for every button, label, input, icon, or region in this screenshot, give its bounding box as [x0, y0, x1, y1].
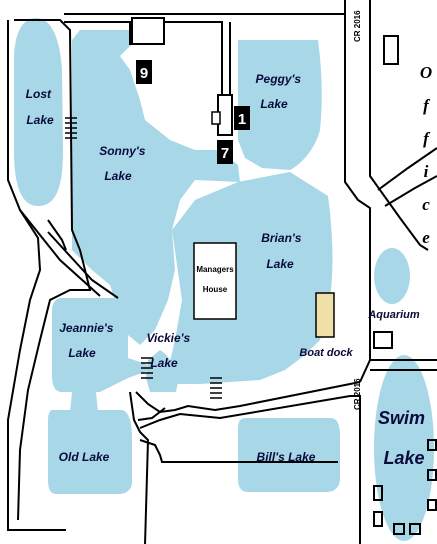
north-road-west	[47, 219, 67, 251]
old-lake	[48, 410, 132, 494]
vickie-lake-label: Vickie's Lake	[146, 331, 193, 370]
office-letter: O	[420, 63, 432, 82]
bill-lake	[238, 418, 340, 492]
center-road-5	[137, 407, 166, 421]
marker-7	[217, 140, 233, 164]
aquarium-label: Aquarium	[367, 309, 420, 321]
jeannie-lake	[52, 298, 150, 392]
marker-7-label: 7	[221, 145, 229, 162]
peggy-lake-label: Peggy's Lake	[256, 72, 305, 111]
connector-jeannie-old	[70, 392, 98, 412]
cr-2016-east-outer	[344, 0, 371, 383]
swim-lake	[374, 355, 434, 541]
cr-2016-branch	[377, 147, 437, 191]
vickie-lake	[146, 350, 178, 392]
swim-lake-label: Swim Lake	[378, 408, 430, 468]
old-lake-label: Old Lake	[59, 450, 110, 464]
cabin-6	[427, 469, 437, 481]
boat-dock	[315, 292, 335, 338]
managers-house-label-1: Managers	[196, 265, 234, 274]
office-letter: f	[423, 129, 431, 148]
marker-1	[234, 106, 250, 130]
east-building-2	[373, 331, 393, 349]
cabin-7	[427, 499, 437, 511]
west-road-outer	[7, 20, 66, 531]
managers-house	[193, 242, 237, 320]
cabin-2	[373, 511, 383, 527]
diagonal-road-1	[19, 209, 101, 297]
lost-lake-label: Lost Lake	[26, 87, 55, 127]
office-letter: f	[423, 96, 431, 115]
boat-dock-label: Boat dock	[299, 347, 353, 359]
marker-9-label: 9	[140, 65, 148, 82]
cr-2016-label-top: CR 2016	[353, 10, 362, 42]
center-road-3	[139, 395, 361, 544]
lost-lake	[14, 18, 63, 206]
cabin-1	[373, 485, 383, 501]
bridge-lost-lake	[65, 117, 77, 139]
cr-2016-branch-2	[384, 175, 437, 207]
jeannie-lake-label: Jeannie's Lake	[59, 321, 117, 360]
cabin-3	[393, 523, 405, 535]
diagonal-road-2	[47, 231, 119, 299]
bill-lake-label: Bill's Lake	[257, 450, 316, 464]
cr-2016-east-inner	[369, 0, 429, 251]
center-road-1	[129, 391, 150, 544]
east-building-1	[383, 35, 399, 65]
sonny-lake-label: Sonny's Lake	[99, 144, 149, 183]
west-road-inner	[14, 19, 92, 521]
center-road-4	[139, 439, 338, 463]
cr-2016-label-bottom: CR 2016	[353, 378, 362, 410]
top-building	[131, 17, 165, 45]
brian-lake	[168, 172, 333, 384]
bridge-south	[210, 377, 222, 399]
cabin-4	[409, 523, 421, 535]
managers-house-label-2: House	[203, 285, 228, 294]
marker-1-label: 1	[238, 111, 246, 128]
cabin-5	[427, 439, 437, 451]
peggy-lake	[238, 40, 322, 170]
center-road-2	[135, 381, 361, 414]
sonny-lake	[72, 30, 240, 345]
bridge-vickie	[141, 357, 153, 379]
marker-9	[136, 60, 152, 84]
office-letter: e	[422, 228, 430, 247]
brian-lake-label: Brian's Lake	[261, 231, 305, 271]
office-letter: c	[422, 195, 430, 214]
office-letter: i	[424, 162, 429, 181]
aquarium-pond	[374, 248, 410, 304]
peggy-building-annex	[211, 111, 221, 125]
